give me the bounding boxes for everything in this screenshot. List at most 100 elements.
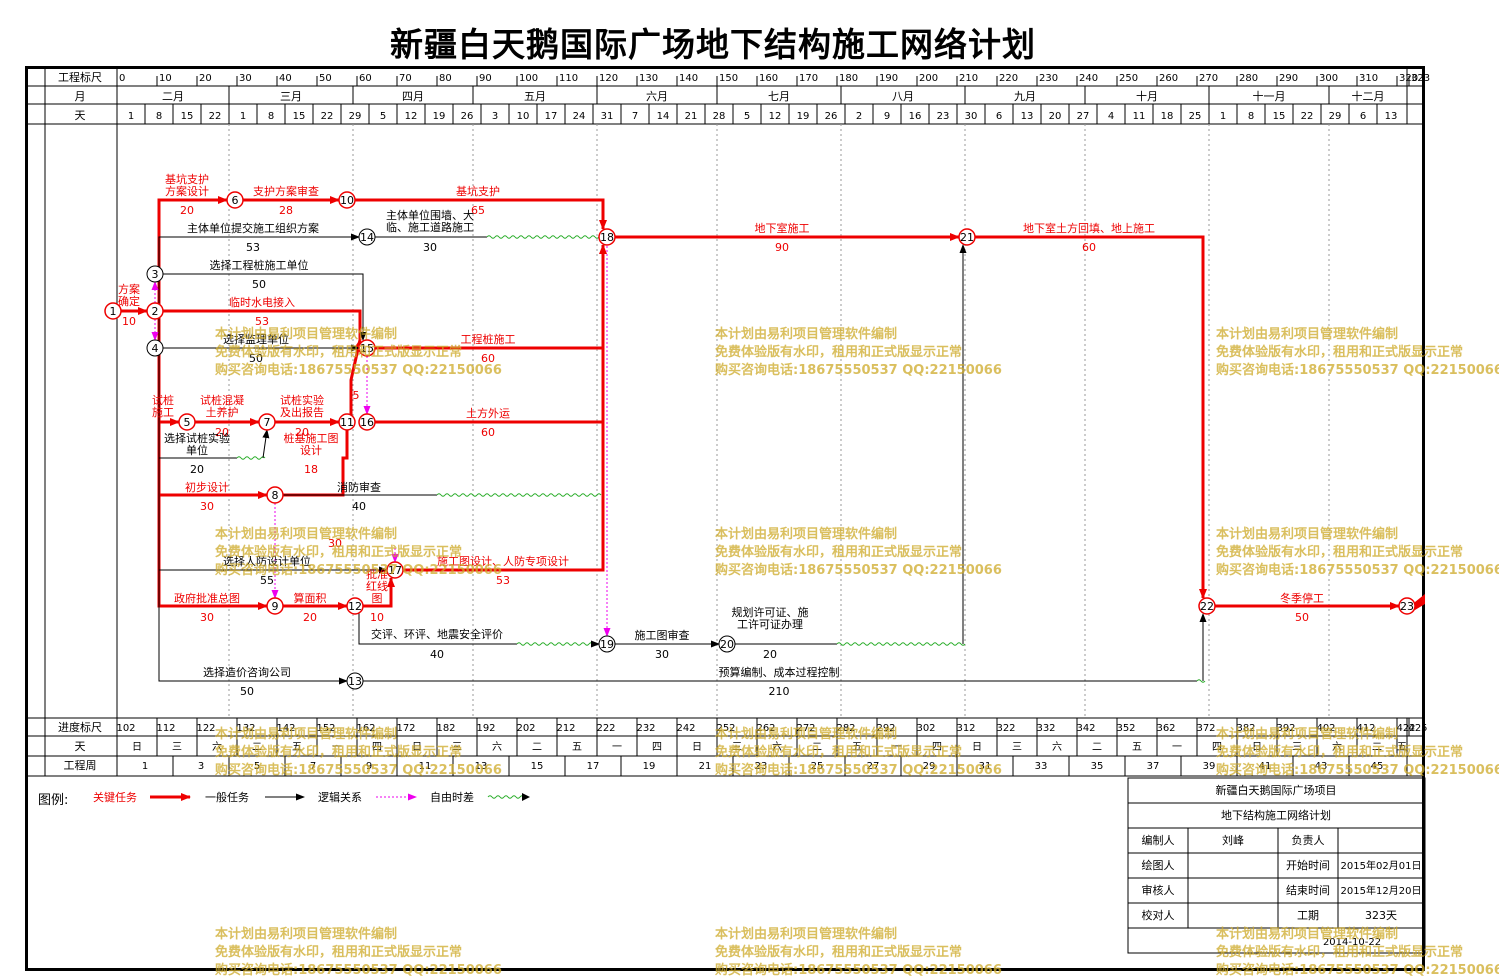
activity-dur: 20 — [295, 426, 309, 439]
progress-tick-label: 232 — [636, 723, 655, 734]
eng-tick-label: 250 — [1119, 73, 1138, 84]
progress-tick-label: 152 — [316, 723, 335, 734]
progress-tick-label: 362 — [1156, 723, 1175, 734]
weekday-cell: 三 — [732, 742, 742, 753]
info-period: 323天 — [1365, 909, 1397, 922]
activity-name: 算面积 — [294, 591, 327, 605]
node-number: 13 — [348, 675, 362, 688]
node-circle — [598, 228, 616, 246]
weekday-cell: 日 — [692, 742, 702, 753]
day-cell: 22 — [1301, 111, 1314, 122]
month-cell: 七月 — [768, 90, 790, 103]
node-number: 19 — [600, 638, 614, 651]
activity-dur: 20 — [215, 426, 229, 439]
activity-name: 规划许可证、施工许可证办理 — [732, 605, 809, 631]
info-drawer-label: 绘图人 — [1142, 858, 1175, 872]
node-number: 18 — [600, 231, 614, 244]
activity-name: 选择试桩实验单位 — [164, 431, 230, 457]
activity-name: 基坑支护方案设计 — [165, 172, 209, 198]
node-number: 2 — [152, 305, 159, 318]
progress-tick-label: 372 — [1196, 723, 1215, 734]
month-cell: 十一月 — [1253, 89, 1286, 103]
eng-tick-label: 150 — [719, 73, 738, 84]
month-cell: 八月 — [892, 90, 914, 103]
week-cell: 27 — [867, 761, 880, 772]
month-cell: 六月 — [646, 90, 668, 103]
node-number: 6 — [232, 194, 239, 207]
day-cell: 8 — [1248, 111, 1254, 122]
node-circle — [358, 339, 376, 357]
day-cell: 6 — [996, 111, 1002, 122]
month-cell: 十二月 — [1352, 89, 1385, 103]
float-8-18 — [436, 493, 602, 497]
activity-name: 选择人防设计单位 — [223, 554, 311, 568]
progress-tick-label: 102 — [116, 723, 135, 734]
weekday-cell: 四 — [652, 742, 662, 753]
month-cell: 九月 — [1014, 90, 1036, 103]
eng-tick-label: 70 — [399, 73, 412, 84]
progress-tick-label: 142 — [276, 723, 295, 734]
weekday-cell: 三 — [452, 742, 462, 753]
day-cell: 7 — [632, 111, 638, 122]
node-number: 22 — [1200, 600, 1214, 613]
day-cell: 25 — [1189, 111, 1202, 122]
info-start-label: 开始时间 — [1286, 858, 1330, 872]
week-cell: 11 — [419, 761, 432, 772]
node-number: 11 — [340, 416, 354, 429]
activity-name: 试桩混凝土养护 — [200, 393, 244, 419]
week-cell: 19 — [643, 761, 656, 772]
arrow-17-18 — [403, 244, 607, 572]
activity-name: 工程桩施工 — [461, 332, 516, 346]
activity-name: 施工图设计、人防专项设计 — [437, 554, 569, 568]
weekday-cell: 五 — [852, 742, 862, 753]
arrow-2-14 — [158, 233, 360, 311]
activity-dur: 65 — [471, 204, 485, 217]
day-cell: 4 — [1108, 111, 1114, 122]
week-cell: 21 — [699, 761, 712, 772]
activity-name: 地下室施工 — [755, 221, 810, 235]
day-cell: 5 — [744, 111, 750, 122]
weekday-cell: 五 — [292, 742, 302, 753]
eng-tick-label: 120 — [599, 73, 618, 84]
node-number: 10 — [340, 194, 354, 207]
activity-dur: 30 — [200, 500, 214, 513]
eng-tick-label: 60 — [359, 73, 372, 84]
month-cell: 五月 — [524, 90, 546, 103]
eng-tick-label: 210 — [959, 73, 978, 84]
activity-dur: 20 — [180, 204, 194, 217]
legend-normal-label: 一般任务 — [205, 791, 249, 804]
node-circle — [146, 302, 164, 320]
day-cell: 1 — [1220, 111, 1226, 122]
weekday-cell: 六 — [772, 741, 782, 753]
eng-tick-label: 130 — [639, 73, 658, 84]
activity-dur: 50 — [252, 278, 266, 291]
progress-tick-label: 302 — [916, 723, 935, 734]
progress-tick-label: 252 — [716, 723, 735, 734]
activity-name: 政府批准总图 — [174, 591, 240, 605]
activity-dur: 90 — [775, 241, 789, 254]
progress-tick-label: 202 — [516, 723, 535, 734]
month-label: 月 — [75, 90, 86, 103]
activity-dur: 50 — [240, 685, 254, 698]
activity-name: 主体单位提交施工组织方案 — [187, 221, 319, 235]
arrow-2-13 — [158, 311, 348, 685]
float-12-19 — [516, 642, 598, 646]
eng-tick-label: 50 — [319, 73, 332, 84]
eng-tick-label: 200 — [919, 73, 938, 84]
day-cell: 9 — [884, 111, 890, 122]
weekday-cell: 六 — [1332, 741, 1342, 753]
eng-tick-label: 230 — [1039, 73, 1058, 84]
day-cell: 27 — [1077, 111, 1090, 122]
activity-dur: 18 — [304, 463, 318, 476]
weekday-cell: 日 — [412, 742, 422, 753]
day-cell: 19 — [433, 111, 446, 122]
day-cell: 19 — [797, 111, 810, 122]
progress-tick-label: 425 — [1408, 723, 1427, 734]
node-number: 7 — [264, 416, 271, 429]
day-cell: 28 — [713, 111, 726, 122]
activity-dur: 53 — [255, 315, 269, 328]
activity-dur: 210 — [769, 685, 790, 698]
day-cell: 23 — [937, 111, 950, 122]
legend-float-label: 自由时差 — [430, 790, 474, 804]
node-circle — [338, 413, 356, 431]
